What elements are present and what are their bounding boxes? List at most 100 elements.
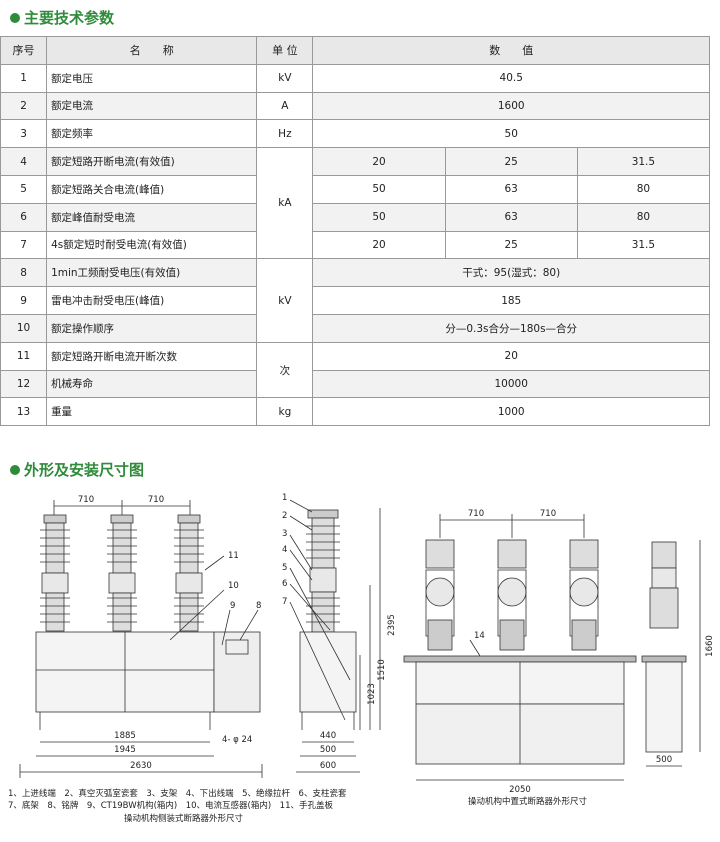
pole-r1 (425, 539, 455, 651)
label-14: 14 (474, 631, 485, 641)
dim-440: 440 (320, 731, 336, 741)
cell-value: 80 (576, 202, 711, 232)
cell-no: 4 (0, 147, 48, 176)
dim-r-500: 500 (656, 755, 672, 765)
cell-unit: kA (256, 147, 314, 260)
cell-no: 8 (0, 258, 48, 288)
header-name: 名 称 (46, 36, 258, 65)
cell-no: 13 (0, 397, 48, 427)
bullet-icon (10, 12, 20, 23)
cell-value: 25 (444, 147, 578, 176)
cell-value: 31.5 (576, 147, 711, 176)
dim-2395: 2395 (387, 614, 397, 636)
cell-name: 额定短路关合电流(峰值) (46, 174, 258, 204)
cell-unit: A (256, 91, 314, 121)
section-title-drawings: 外形及安装尺寸图 (10, 459, 144, 480)
dim-600: 600 (320, 761, 336, 771)
cell-no: 2 (0, 91, 48, 121)
section-title-text: 主要技术参数 (24, 9, 115, 27)
cell-name: 额定频率 (46, 119, 258, 149)
cell-value: 干式：95(湿式：80) (312, 258, 710, 288)
cell-name: 1min工频耐受电压(有效值) (46, 258, 258, 288)
cell-value: 50 (312, 174, 446, 204)
dim-1885: 1885 (114, 731, 136, 741)
cell-value: 40.5 (312, 63, 710, 93)
cell-value: 31.5 (576, 230, 711, 260)
cell-name: 额定电压 (46, 63, 258, 93)
dim-1660: 1660 (705, 635, 715, 657)
dim-2630: 2630 (130, 761, 152, 771)
side-label-5: 5 (282, 563, 287, 573)
side-label-4: 4 (282, 545, 287, 555)
legend-line-1: 1、上进线端 2、真空灭弧室瓷套 3、支架 4、下出线端 5、绝缘拉杆 6、支柱… (8, 788, 347, 799)
dim-2050: 2050 (509, 785, 531, 795)
cell-value: 20 (312, 341, 710, 371)
cell-no: 11 (0, 341, 48, 371)
dim-1945: 1945 (114, 745, 136, 755)
dimension-drawing: 710 710 1885 1945 2630 4- φ 24 11 10 9 8… (8, 493, 715, 824)
cell-name: 额定操作顺序 (46, 313, 258, 343)
cell-value: 1000 (312, 397, 710, 427)
cell-unit: kg (256, 397, 314, 427)
cell-no: 9 (0, 286, 48, 315)
cell-no: 10 (0, 313, 48, 343)
dim-710-a: 710 (78, 495, 94, 505)
section-title-text: 外形及安装尺寸图 (24, 461, 145, 479)
legend-line-2: 7、底架 8、铭牌 9、CT19BW机构(箱内) 10、电流互感器(箱内) 11… (8, 800, 333, 811)
front-view-middle-mount (403, 514, 637, 781)
side-view-middle-mount (641, 540, 701, 767)
header-no: 序号 (0, 36, 48, 65)
table-header-row: 序号 名 称 单 位 数 值 (0, 36, 710, 65)
dim-r-710-b: 710 (540, 509, 556, 519)
cell-name: 4s额定短时耐受电流(有效值) (46, 230, 258, 260)
front-view-side-mount (19, 500, 263, 778)
dim-500: 500 (320, 745, 336, 755)
side-view (289, 499, 381, 773)
cell-value: 20 (312, 230, 446, 260)
cell-value: 20 (312, 147, 446, 176)
cell-unit: kV (256, 63, 314, 93)
cell-unit: kV (256, 258, 314, 343)
cell-no: 6 (0, 202, 48, 232)
cell-no: 3 (0, 119, 48, 149)
cell-no: 12 (0, 369, 48, 399)
side-label-2: 2 (282, 511, 287, 521)
side-label-1: 1 (282, 493, 287, 503)
cell-value: 63 (444, 202, 578, 232)
dim-bolt: 4- φ 24 (222, 735, 252, 745)
caption-middle-mount: 操动机构中置式断路器外形尺寸 (468, 796, 588, 807)
cell-name: 机械寿命 (46, 369, 258, 399)
pole-3 (174, 514, 204, 632)
cell-no: 7 (0, 230, 48, 260)
cell-value: 80 (576, 174, 711, 204)
dim-710-b: 710 (148, 495, 164, 505)
dim-1023: 1023 (367, 683, 377, 705)
section-title-specs: 主要技术参数 (10, 7, 114, 28)
side-label-6: 6 (282, 579, 287, 589)
pole-r2 (497, 539, 527, 651)
cell-value: 50 (312, 119, 710, 149)
dim-1510: 1510 (377, 659, 387, 681)
caption-side-mount: 操动机构侧装式断路器外形尺寸 (124, 813, 244, 824)
cell-unit: Hz (256, 119, 314, 149)
cell-no: 5 (0, 174, 48, 204)
cell-value: 分—0.3s合分—180s—合分 (312, 313, 710, 343)
header-value: 数 值 (312, 36, 710, 65)
label-8: 8 (256, 601, 261, 611)
label-11: 11 (228, 551, 239, 561)
side-label-3: 3 (282, 529, 287, 539)
label-10: 10 (228, 581, 239, 591)
pole-2 (107, 514, 137, 632)
cell-name: 额定峰值耐受电流 (46, 202, 258, 232)
cell-no: 1 (0, 63, 48, 93)
